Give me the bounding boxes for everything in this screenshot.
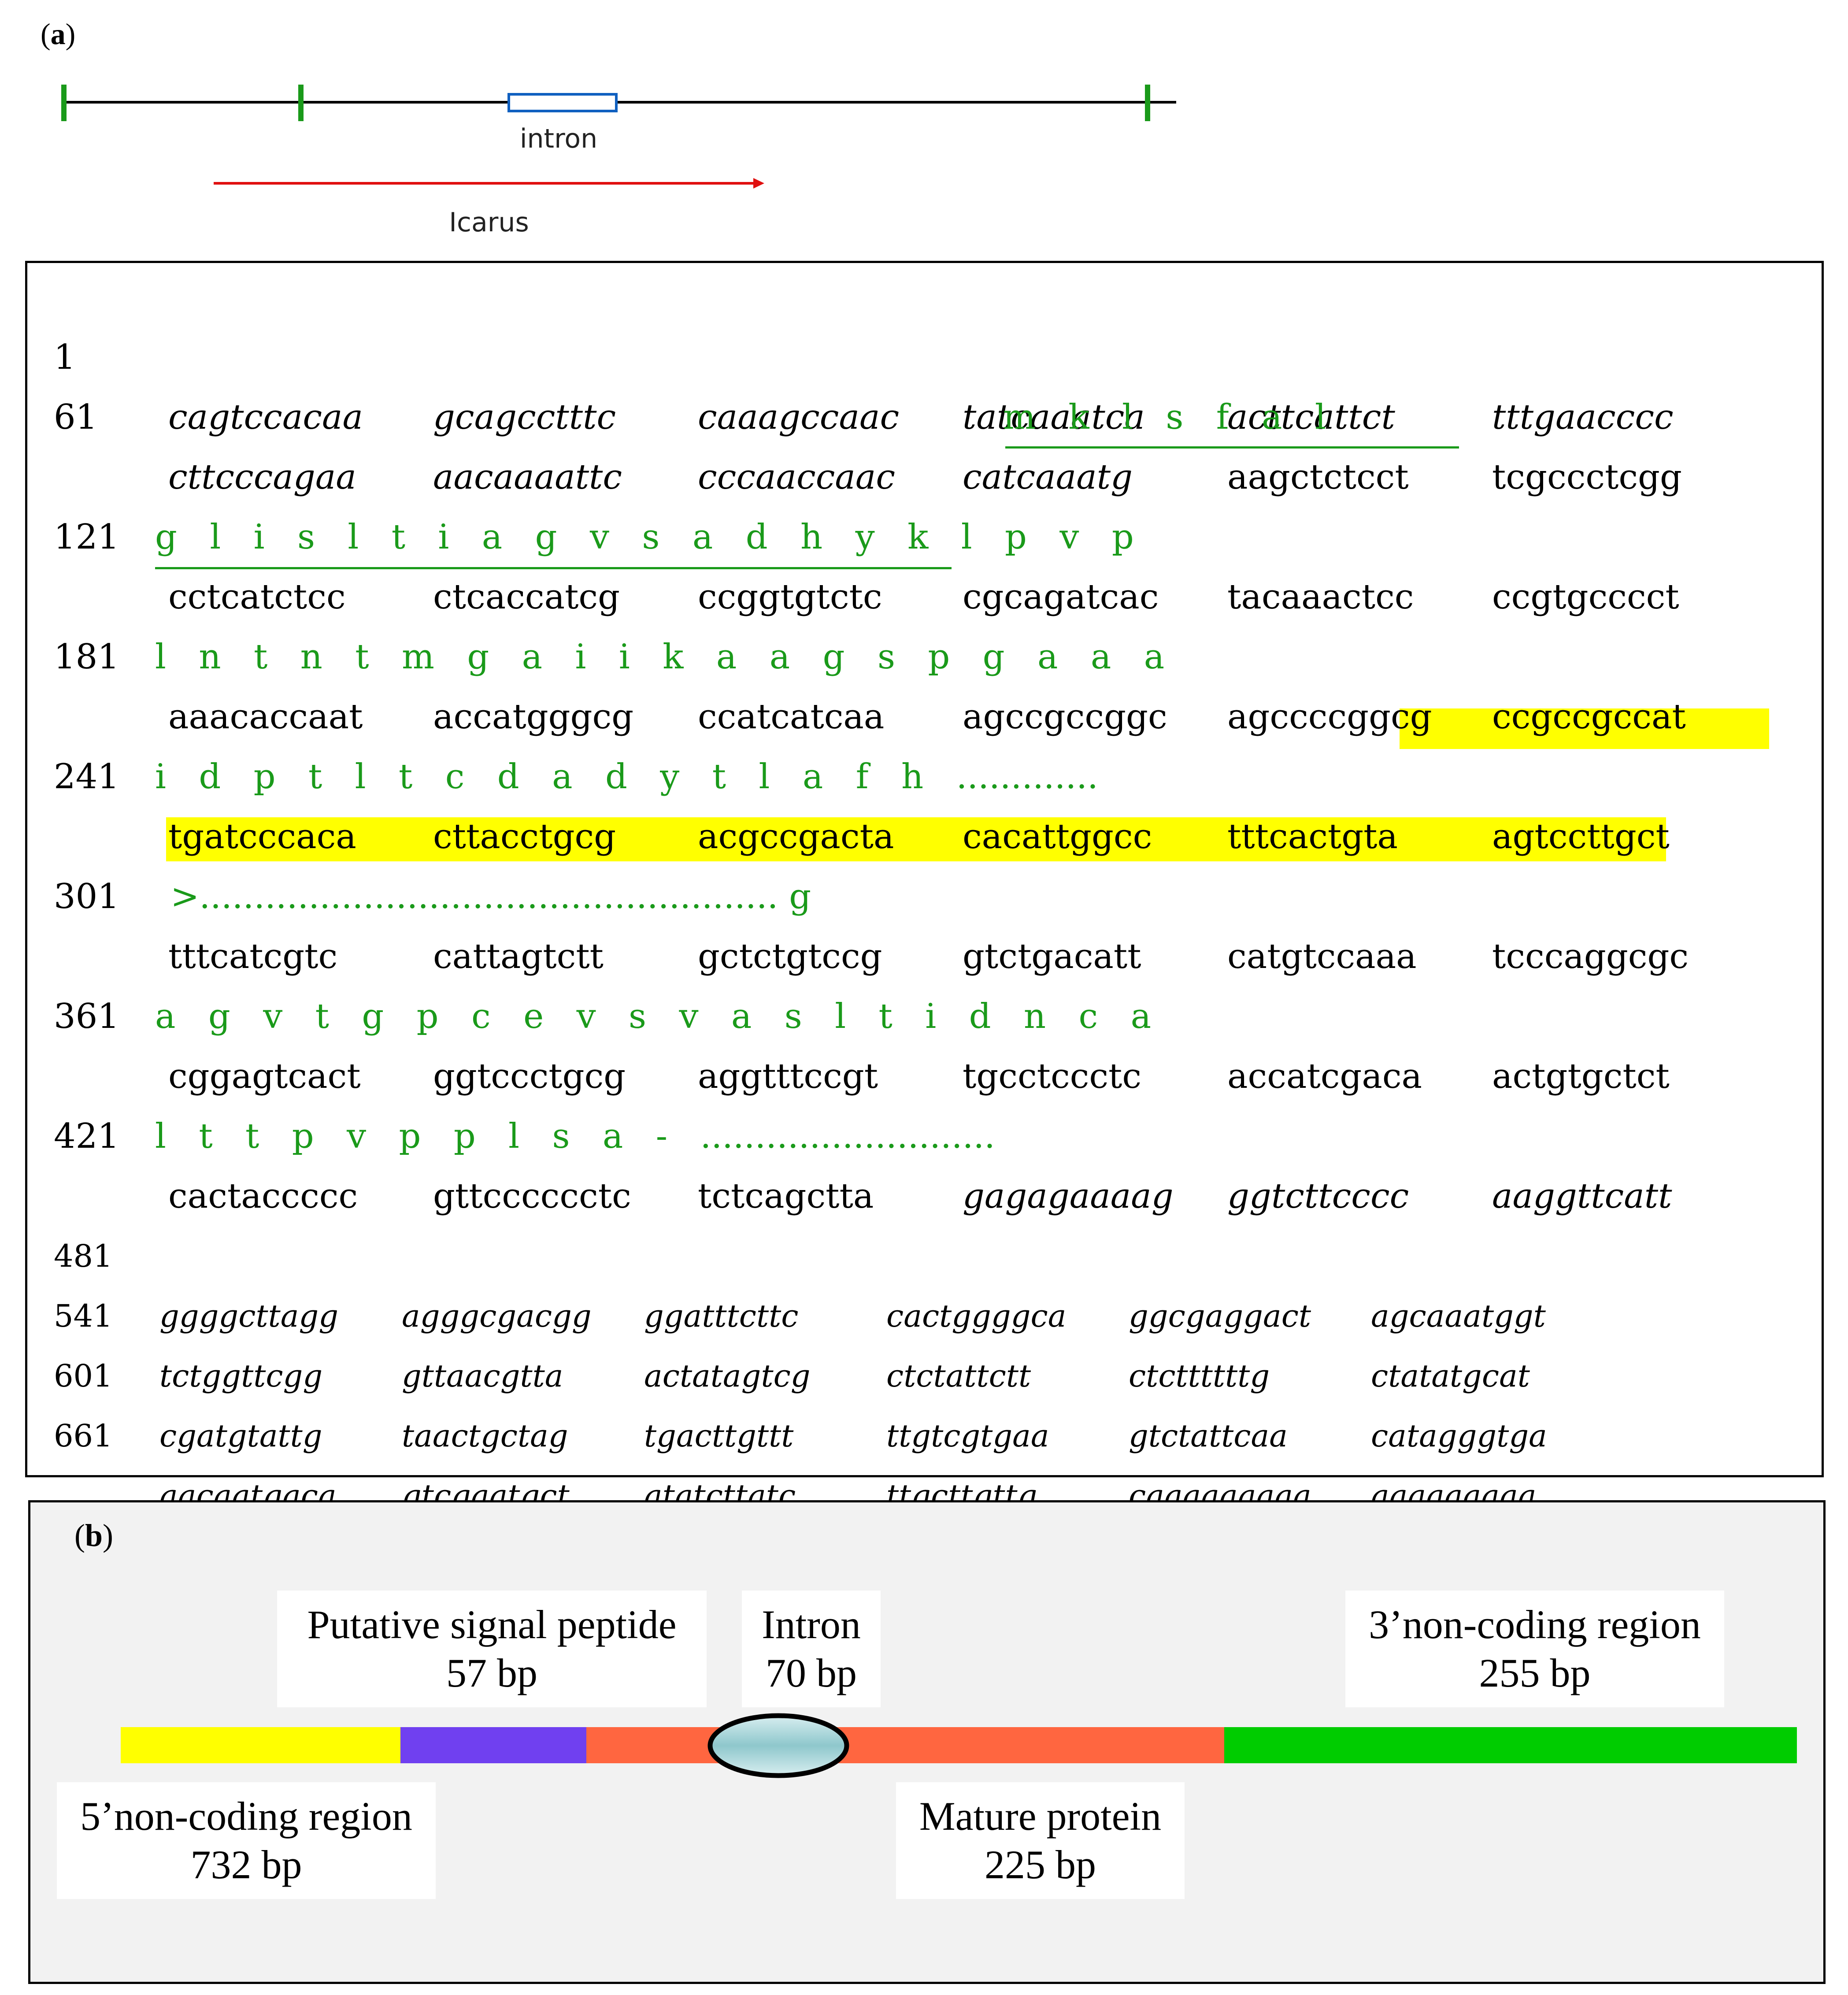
signal-peptide-bar xyxy=(400,1727,586,1763)
amino-acid-row: i d p t l t c d a d y t l a f h ........… xyxy=(155,757,1098,797)
amino-acid-row: a g v t g p c e v s v a s l t i d n c a xyxy=(155,997,1152,1036)
icarus-label: Icarus xyxy=(449,207,529,238)
intron-ellipse xyxy=(707,1713,849,1778)
amino-acid-row: l t t p v p p l s a - ..................… xyxy=(155,1116,995,1156)
panel-b: (b) Putative signal peptide 57 bp Intron… xyxy=(28,1500,1826,1984)
five-prime-label: 5’non-coding region 732 bp xyxy=(57,1782,436,1899)
icarus-arrowhead xyxy=(753,178,764,189)
intron-label: intron xyxy=(520,123,597,154)
intron-highlight xyxy=(1400,708,1769,749)
signal-peptide-label: Putative signal peptide 57 bp xyxy=(277,1591,707,1707)
amino-acid-row: l n t n t m g a i i k a a g s p g a a a xyxy=(155,637,1165,677)
intron-highlight xyxy=(166,817,1666,861)
three-prime-label: 3’non-coding region 255 bp xyxy=(1345,1591,1724,1707)
three-prime-region-bar xyxy=(1224,1727,1797,1763)
five-prime-region-bar xyxy=(121,1727,400,1763)
signal-peptide-underline xyxy=(1005,446,1459,449)
panel-b-label: (b) xyxy=(74,1518,114,1553)
signal-peptide-underline xyxy=(155,567,952,569)
amino-acid-row: >.......................................… xyxy=(170,877,811,916)
amino-acid-row: m k l s f a l xyxy=(1003,397,1326,437)
amino-acid-row: g l i s l t i a g v s a d h y k l p v p xyxy=(155,517,1134,557)
mature-protein-label: Mature protein 225 bp xyxy=(896,1782,1185,1899)
panel-a-label: (a) xyxy=(41,17,76,51)
intron-box xyxy=(507,93,618,112)
intron-label: Intron 70 bp xyxy=(742,1591,881,1707)
gene-model-diagram: intron Icarus xyxy=(61,85,1176,238)
mature-protein-bar xyxy=(586,1727,1224,1763)
